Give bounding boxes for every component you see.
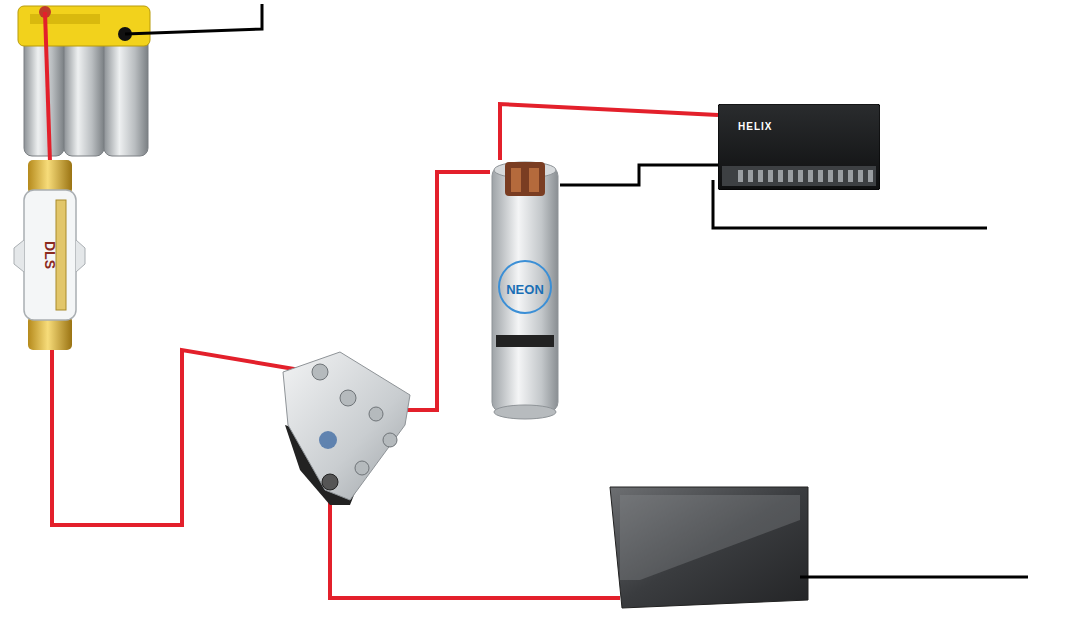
- brand-label: HELIX: [738, 121, 772, 132]
- distribution-block: [283, 352, 410, 505]
- amplifier-box-shape: [718, 104, 880, 190]
- amplifier-box: HELIX: [718, 104, 880, 190]
- amplifier: [610, 487, 808, 608]
- capacitor: NEON: [490, 160, 560, 422]
- fuse-holder: DLS: [12, 160, 87, 350]
- brand-label: NEON: [506, 282, 544, 297]
- wire-connector: [500, 104, 718, 160]
- brand-label: DLS: [42, 241, 58, 269]
- battery: [18, 6, 150, 156]
- power-wires: [45, 12, 620, 598]
- wire-connector: [560, 165, 718, 185]
- ground-wire: [800, 576, 1028, 579]
- ground-wire: [125, 4, 262, 34]
